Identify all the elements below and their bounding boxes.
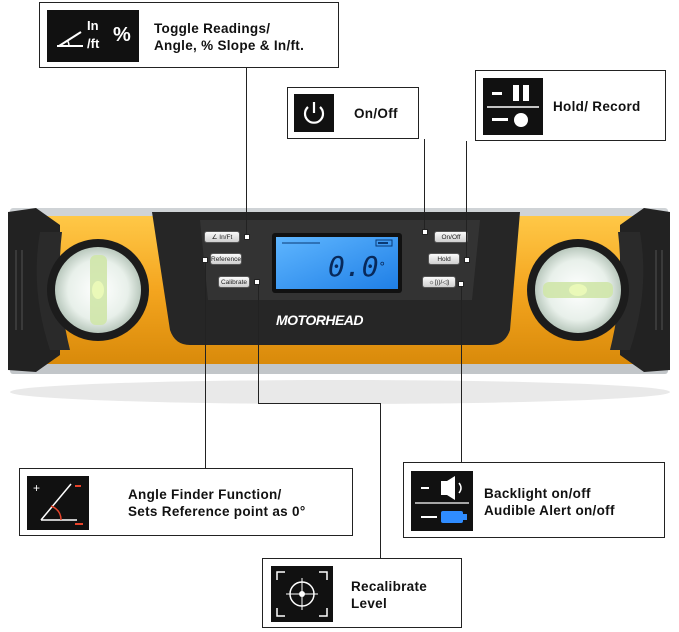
hold-record-icon	[483, 78, 543, 135]
angle-finder-icon: +	[27, 476, 89, 530]
sound-backlight-button[interactable]: ☼|))/◁)	[422, 276, 456, 288]
percent-label: %	[113, 24, 131, 46]
leader-recal-v	[258, 285, 259, 403]
in-label: In	[87, 18, 99, 33]
callout-on-off: On/Off	[287, 87, 419, 139]
brand-logo: MOTORHEAD	[276, 312, 364, 328]
leader-onoff	[424, 139, 425, 230]
leader-recal-v2	[380, 403, 381, 558]
on-off-label: On/Off	[354, 106, 398, 121]
backlight-alert-icon	[411, 471, 473, 531]
angle-finder-label: Angle Finder Function/ Sets Reference po…	[128, 487, 306, 519]
reference-button[interactable]: Reference	[210, 253, 242, 265]
leader-angle-v	[205, 263, 206, 468]
power-icon	[294, 94, 334, 132]
brand-logo-text: MOTORHEAD	[276, 312, 364, 328]
marker-onoff	[422, 229, 428, 235]
onoff-button[interactable]: On/Off	[434, 231, 468, 243]
recalibrate-label: Recalibrate Level	[351, 579, 428, 611]
inft-button[interactable]: ∠ In/Ft	[204, 231, 240, 243]
svg-text:+: +	[33, 481, 40, 495]
hold-record-label: Hold/ Record	[553, 99, 641, 114]
marker-reference	[202, 257, 208, 263]
lcd-value: 0.0	[328, 250, 379, 283]
angle-symbol-icon	[57, 31, 83, 47]
lcd-reading: 0.0°	[328, 252, 386, 282]
marker-calibrate	[254, 279, 260, 285]
ft-label: /ft	[87, 36, 100, 51]
callout-recalibrate: Recalibrate Level	[262, 558, 462, 628]
lcd-unit: °	[378, 260, 386, 274]
leader-hold	[466, 141, 467, 258]
callout-angle-finder: + Angle Finder Function/ Sets Reference …	[19, 468, 353, 536]
backlight-label: Backlight on/off Audible Alert on/off	[484, 486, 615, 518]
leader-backlight-v	[461, 287, 462, 462]
marker-sound	[458, 281, 464, 287]
marker-inft	[244, 234, 250, 240]
callout-backlight: Backlight on/off Audible Alert on/off	[403, 462, 665, 538]
leader-recal-h	[258, 403, 380, 404]
marker-hold	[464, 257, 470, 263]
hold-button[interactable]: Hold	[428, 253, 460, 265]
toggle-readings-label: Toggle Readings/ Angle, % Slope & In/ft.	[154, 21, 305, 53]
recalibrate-icon	[271, 566, 333, 622]
callout-toggle-readings: In /ft % Toggle Readings/ Angle, % Slope…	[39, 2, 339, 68]
angle-inft-percent-icon: In /ft %	[47, 10, 139, 62]
callout-hold-record: Hold/ Record	[475, 70, 666, 141]
calibrate-button[interactable]: Calibrate	[218, 276, 250, 288]
leader-toggle	[246, 68, 247, 234]
